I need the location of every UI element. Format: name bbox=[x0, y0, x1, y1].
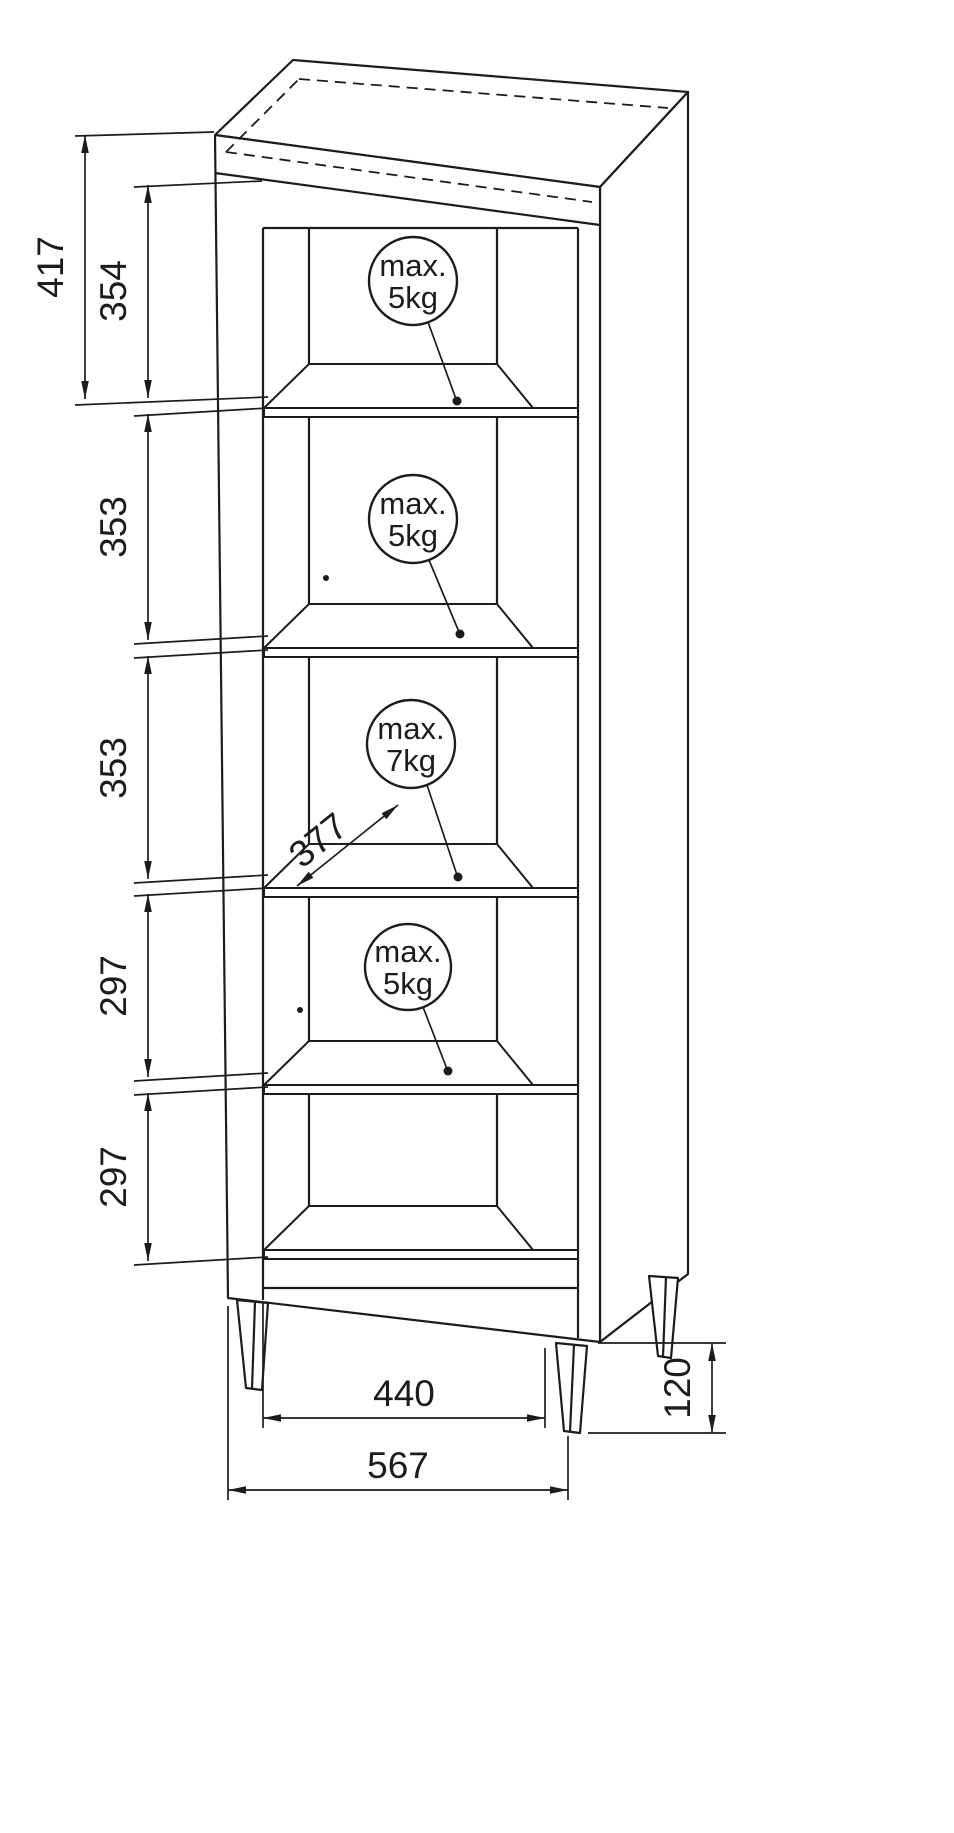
load-badge-value: 7kg bbox=[386, 743, 436, 778]
load-badge-2: max. 5kg bbox=[367, 473, 465, 639]
dim-label-297-upper: 297 bbox=[93, 955, 134, 1017]
dimension-417: 417 bbox=[30, 131, 269, 406]
load-badge-text: max. bbox=[379, 248, 446, 283]
leader-line bbox=[427, 321, 457, 400]
dimension-353-upper: 353 bbox=[93, 407, 269, 645]
leader-dot bbox=[455, 629, 465, 639]
load-badge-3: max. 7kg bbox=[365, 698, 463, 882]
load-badge-text: max. bbox=[374, 934, 441, 969]
hidden-top-edges bbox=[225, 78, 669, 203]
leader-dot bbox=[452, 396, 462, 406]
load-badge-value: 5kg bbox=[388, 518, 438, 553]
shelf-pin-dot bbox=[323, 575, 329, 581]
dim-label-353-upper: 353 bbox=[93, 496, 134, 558]
dim-label-417: 417 bbox=[30, 236, 71, 298]
cabinet-right-face bbox=[598, 90, 690, 1344]
leader-line bbox=[422, 1006, 448, 1070]
dimension-440: 440 bbox=[262, 1302, 546, 1428]
leader-line bbox=[426, 784, 458, 876]
shelf-2 bbox=[263, 603, 534, 649]
dimension-353-middle: 353 bbox=[93, 649, 269, 884]
load-badge-value: 5kg bbox=[388, 280, 438, 315]
load-badge-circle bbox=[363, 922, 453, 1012]
dimension-297-upper: 297 bbox=[93, 887, 269, 1082]
load-badge-1: max. 5kg bbox=[367, 235, 462, 406]
load-badge-text: max. bbox=[377, 711, 444, 746]
load-badge-value: 5kg bbox=[383, 966, 433, 1001]
dim-label-440: 440 bbox=[373, 1373, 435, 1414]
load-badge-circle bbox=[367, 235, 459, 327]
shelves bbox=[263, 363, 579, 1260]
dimension-297-lower: 297 bbox=[93, 1086, 269, 1266]
bottom-panel bbox=[263, 1205, 534, 1251]
shelf-4 bbox=[263, 1040, 534, 1086]
load-badges: max. 5kg max. 5kg max. 7kg max. 5kg bbox=[363, 235, 465, 1076]
dim-label-354: 354 bbox=[93, 260, 134, 322]
dim-label-297-lower: 297 bbox=[93, 1146, 134, 1208]
dimension-354: 354 bbox=[93, 180, 263, 398]
leader-line bbox=[428, 559, 460, 633]
dimension-567: 567 bbox=[227, 1306, 569, 1500]
dim-label-353-middle: 353 bbox=[93, 737, 134, 799]
dim-label-567: 567 bbox=[367, 1445, 429, 1486]
load-badge-circle bbox=[367, 473, 459, 565]
shelf-1 bbox=[263, 363, 534, 409]
legs bbox=[235, 1274, 680, 1435]
dim-label-120: 120 bbox=[657, 1357, 698, 1419]
leader-dot bbox=[443, 1066, 453, 1076]
load-badge-text: max. bbox=[379, 486, 446, 521]
dimension-120: 120 bbox=[588, 1342, 726, 1434]
shelf-pin-dot bbox=[297, 1007, 303, 1013]
leader-dot bbox=[453, 872, 463, 882]
load-badge-circle bbox=[365, 698, 457, 790]
load-badge-4: max. 5kg bbox=[363, 922, 453, 1076]
